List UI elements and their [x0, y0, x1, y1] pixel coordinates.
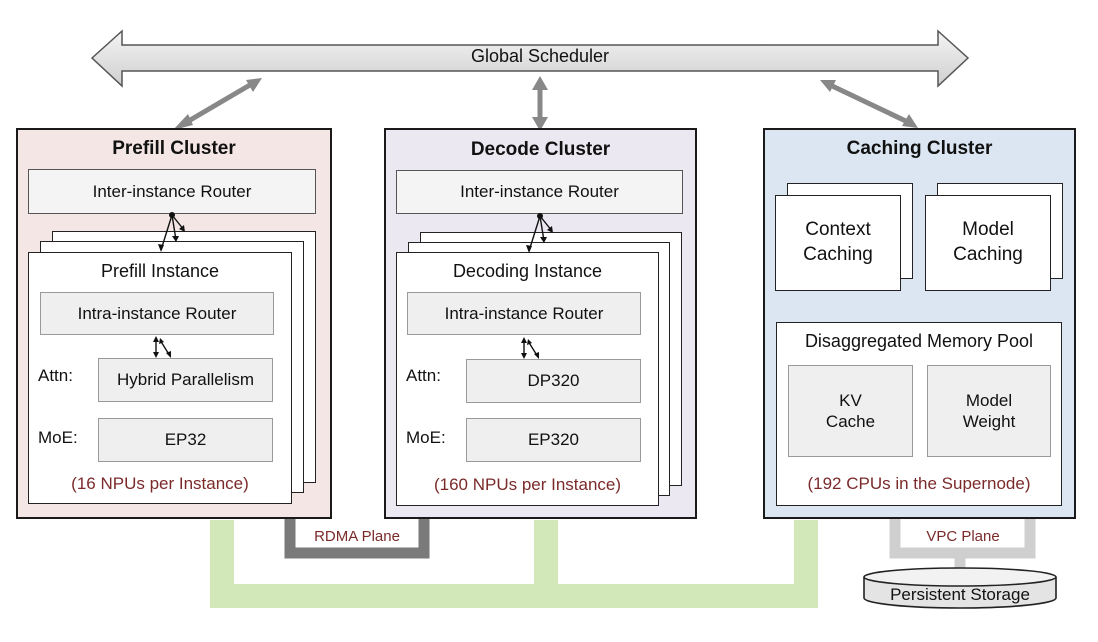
model-caching-line1: Model — [962, 219, 1014, 241]
prefill-intra-connector — [153, 336, 171, 358]
memory-pool-title: Disaggregated Memory Pool — [804, 331, 1034, 351]
prefill-attn-label: Attn: — [38, 366, 73, 385]
decode-cluster-title: Decode Cluster — [470, 139, 611, 160]
decode-instance-title: Decoding Instance — [452, 261, 603, 281]
prefill-intra-instance-router: Intra-instance Router — [40, 292, 274, 335]
model-weight-line1: Model — [965, 390, 1013, 410]
persistent-storage-cylinder — [863, 567, 1057, 609]
caching-cluster-title: Caching Cluster — [846, 138, 993, 159]
rdma-plane-line — [284, 518, 430, 559]
rdma-plane-label: RDMA Plane — [314, 528, 400, 545]
decode-npu-note: (160 NPUs per Instance) — [433, 475, 622, 494]
prefill-moe-label: MoE: — [38, 428, 78, 447]
decode-intra-instance-router: Intra-instance Router — [407, 292, 641, 335]
decode-router-connector — [526, 213, 553, 253]
kv-cache-box: KV Cache — [788, 365, 913, 457]
prefill-router-connector — [158, 212, 185, 252]
prefill-attn-value: Hybrid Parallelism — [98, 358, 273, 402]
model-weight-line2: Weight — [962, 412, 1016, 431]
caching-cpu-note: (192 CPUs in the Supernode) — [807, 474, 1031, 493]
kv-cache-line1: KV — [839, 390, 862, 410]
prefill-instance-title: Prefill Instance — [100, 261, 220, 281]
decode-moe-value: EP320 — [466, 418, 641, 462]
prefill-npu-note: (16 NPUs per Instance) — [71, 474, 249, 493]
context-caching-line2: Caching — [803, 244, 873, 265]
prefill-inter-instance-router: Inter-instance Router — [28, 169, 316, 214]
green-plane-line — [210, 520, 818, 608]
decode-attn-value: DP320 — [466, 359, 641, 403]
persistent-storage-label: Persistent Storage — [890, 585, 1030, 604]
model-weight-box: Model Weight — [927, 365, 1051, 457]
global-scheduler-label: Global Scheduler — [470, 46, 610, 66]
decode-inter-instance-router: Inter-instance Router — [396, 170, 683, 214]
kv-cache-line2: Cache — [825, 412, 876, 431]
prefill-moe-value: EP32 — [98, 418, 273, 462]
global-scheduler-arrow — [90, 29, 970, 131]
context-caching-line1: Context — [805, 219, 871, 241]
model-caching-line2: Caching — [953, 244, 1023, 265]
decode-moe-label: MoE: — [406, 428, 446, 447]
decode-intra-connector — [521, 337, 539, 359]
prefill-cluster-title: Prefill Cluster — [112, 138, 236, 159]
decode-attn-label: Attn: — [406, 366, 441, 385]
model-caching-card: Model Caching — [925, 195, 1051, 291]
vpc-plane-label: VPC Plane — [926, 528, 1000, 545]
context-caching-card: Context Caching — [775, 195, 901, 291]
